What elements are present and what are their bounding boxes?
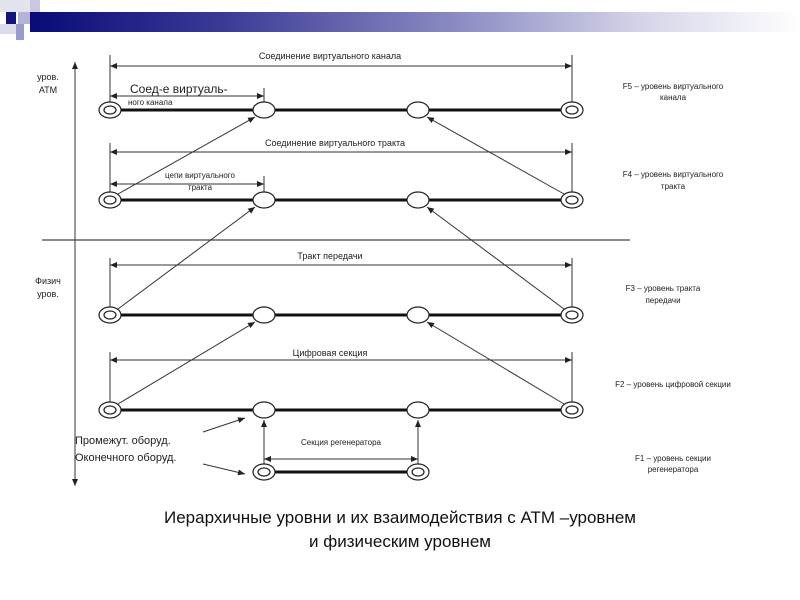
decor-square (0, 0, 30, 12)
terminal-node-inner (103, 195, 117, 205)
f2-level-label: F2 – уровень цифровой секции (615, 380, 731, 389)
intermediate-node-icon (252, 191, 276, 209)
terminal-node-icon (98, 191, 122, 209)
terminal-node-inner (565, 195, 579, 205)
legend-terminal: Оконечного оборуд. (75, 452, 176, 464)
intermediate-node-icon (252, 401, 276, 419)
decor-square (18, 12, 30, 24)
f2-to-f3-arrow (426, 321, 565, 405)
terminal-node-icon (560, 191, 584, 209)
f5-inner-label-small: ного канала (128, 98, 173, 107)
decor-square (30, 0, 40, 12)
f2-span-label: Цифровая секция (293, 348, 368, 358)
f1-level-label: F1 – уровень секции (635, 454, 711, 463)
caption-line-2: и физическим уровнем (309, 532, 491, 551)
f1-level-label: регенератора (648, 465, 699, 474)
f4-level-label: F4 – уровень виртуального (623, 170, 724, 179)
f3-level-label: F3 – уровень тракта (626, 284, 701, 293)
f4-span-label: Соединение виртуального тракта (265, 138, 405, 148)
f2-to-f3-arrow (117, 321, 256, 405)
f5-level-label: F5 – уровень виртуального (623, 82, 724, 91)
f1-span-label: Секция регенератора (301, 438, 381, 447)
terminal-node-icon (560, 101, 584, 119)
f4-to-f5-arrow (117, 116, 256, 195)
axis-label-physical: уров. (37, 289, 59, 299)
terminal-node-inner (565, 310, 579, 320)
header-gradient-band (30, 12, 800, 32)
f3-level-label: передачи (645, 296, 680, 305)
terminal-node-inner (257, 467, 271, 477)
f3-span-label: Тракт передачи (297, 251, 362, 261)
legend-terminal-arrow (202, 463, 246, 476)
decor-square (0, 24, 16, 34)
intermediate-node-icon (406, 101, 430, 119)
f5-inner-label: Соед-е виртуаль- (130, 82, 228, 96)
caption-line-1: Иерархичные уровни и их взаимодействия с… (164, 508, 636, 527)
terminal-node-icon (98, 306, 122, 324)
intermediate-node-icon (406, 306, 430, 324)
terminal-node-inner (565, 105, 579, 115)
terminal-node-icon (98, 101, 122, 119)
f3-to-f4-arrow (426, 206, 565, 310)
axis-label-physical: Физич (35, 276, 61, 286)
terminal-node-inner (411, 467, 425, 477)
f4-inner-label: тракта (188, 183, 213, 192)
terminal-node-icon (560, 401, 584, 419)
decor-square (16, 24, 24, 40)
f4-to-f5-arrow (426, 116, 565, 195)
intermediate-node-icon (406, 191, 430, 209)
intermediate-node-icon (252, 101, 276, 119)
terminal-node-inner (565, 405, 579, 415)
axis-label-atm: АТМ (39, 85, 57, 95)
legend-intermediate: Промежут. оборуд. (75, 435, 171, 447)
terminal-node-icon (252, 463, 276, 481)
f5-level-label: канала (660, 93, 687, 102)
f4-inner-label: цепи виртуального (165, 171, 236, 180)
axis-label-atm: уров. (37, 72, 59, 82)
terminal-node-inner (103, 405, 117, 415)
decor-square (6, 12, 16, 24)
intermediate-node-icon (252, 306, 276, 324)
f3-to-f4-arrow (117, 206, 256, 310)
terminal-node-icon (406, 463, 430, 481)
terminal-node-inner (103, 310, 117, 320)
terminal-node-icon (560, 306, 584, 324)
legend-intermediate-arrow (202, 417, 246, 433)
terminal-node-icon (98, 401, 122, 419)
f5-span-label: Соединение виртуального канала (259, 51, 401, 61)
f4-level-label: тракта (661, 182, 686, 191)
intermediate-node-icon (406, 401, 430, 419)
terminal-node-inner (103, 105, 117, 115)
